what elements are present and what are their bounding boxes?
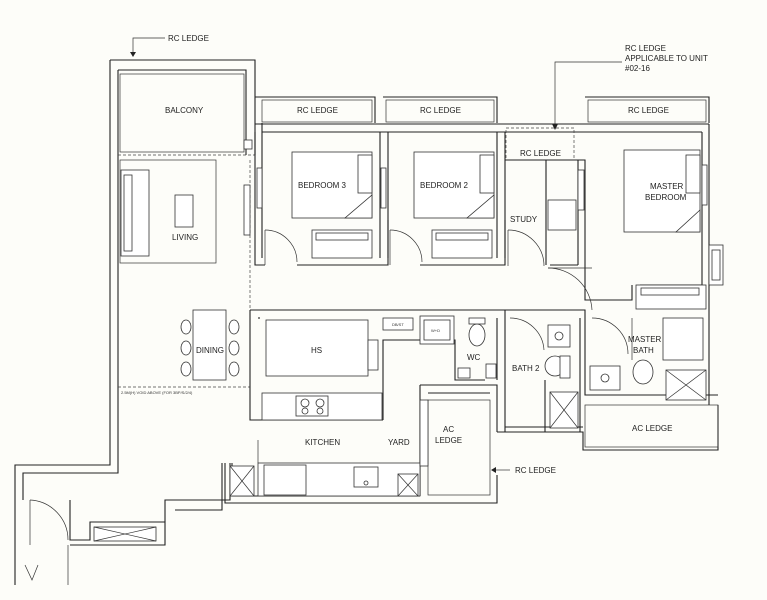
study-furniture — [507, 169, 593, 311]
master-bedroom-furniture — [623, 149, 724, 310]
rc-ledge-label-bottom: RC LEDGE — [515, 466, 556, 475]
ac-ledge-label-2: LEDGE — [435, 436, 462, 445]
rc-ledge-label-bedroom2: RC LEDGE — [420, 106, 461, 115]
db-st-label: DB/ST — [392, 322, 404, 327]
rc-ledge-label-study: RC LEDGE — [520, 149, 561, 158]
master-bedroom-label-2: BEDROOM — [645, 193, 687, 202]
master-bedroom-label-1: MASTER — [650, 182, 684, 191]
living-label: LIVING — [172, 233, 198, 242]
kitchen-label: KITCHEN — [305, 438, 340, 447]
rc-ledge-note-line3: #02-16 — [625, 64, 650, 73]
rc-ledge-note-line1: RC LEDGE — [625, 44, 666, 53]
callout-leaders — [130, 37, 622, 473]
bedroom3-label: BEDROOM 3 — [298, 181, 347, 190]
living-area — [118, 154, 255, 385]
bedroom2-furniture — [380, 151, 495, 265]
bedroom2-label: BEDROOM 2 — [420, 181, 469, 190]
wc-fixtures — [457, 317, 497, 379]
entrance-door — [24, 499, 157, 585]
yard-label: YARD — [388, 438, 410, 447]
rc-ledge-label-master: RC LEDGE — [628, 106, 669, 115]
dining-area — [118, 309, 250, 388]
rc-ledge-note-line2: APPLICABLE TO UNIT — [625, 54, 708, 63]
kitchen-fixtures — [229, 392, 421, 497]
ac-ledge-yard — [419, 399, 491, 496]
hs-label: HS — [311, 346, 322, 355]
balcony-area — [119, 73, 707, 161]
wc-label: WC — [467, 353, 481, 362]
hs-fixtures — [265, 315, 455, 377]
wd-label: W+D — [431, 328, 440, 333]
void-note: 2.5M(H) VOID ABOVE (FOR 3BP/S/2/4) — [121, 390, 193, 395]
dining-label: DINING — [196, 346, 224, 355]
room-labels: RC LEDGE RC LEDGE APPLICABLE TO UNIT #02… — [121, 34, 708, 475]
ac-ledge-label-1: AC — [443, 425, 454, 434]
bedroom-walls — [254, 132, 702, 301]
master-bath-fixtures — [589, 317, 707, 401]
master-bath-label-1: MASTER — [628, 335, 662, 344]
bath2-fixtures — [509, 317, 579, 429]
bath2-label: BATH 2 — [512, 364, 540, 373]
outer-walls — [14, 59, 719, 585]
rc-ledge-label-bedroom3: RC LEDGE — [297, 106, 338, 115]
rc-ledge-label-top-left: RC LEDGE — [168, 34, 209, 43]
ac-ledge-bottom-label: AC LEDGE — [632, 424, 672, 433]
study-label: STUDY — [510, 215, 538, 224]
bedroom3-furniture — [256, 151, 373, 265]
master-bath-label-2: BATH — [633, 346, 654, 355]
ac-ledge-bottom — [584, 404, 719, 448]
balcony-label: BALCONY — [165, 106, 204, 115]
